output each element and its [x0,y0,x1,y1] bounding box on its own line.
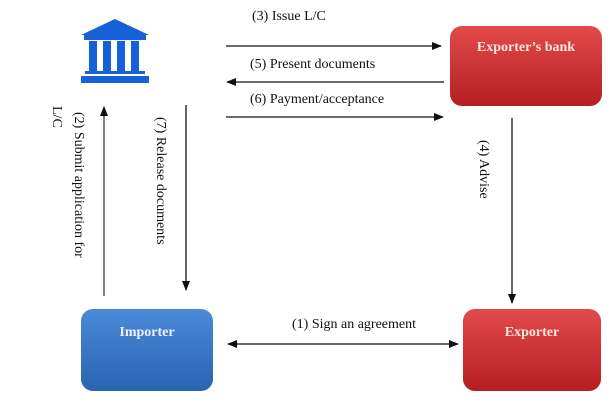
step-5-label: (5) Present documents [250,57,375,72]
step-4-label: (4) Advise [476,140,491,199]
exporter-label: Exporter [505,325,559,340]
step-7-label: (7) Release documents [153,117,168,245]
step-3-label: (3) Issue L/C [252,9,326,24]
importer-box: Importer [81,309,213,391]
exporters-bank-label: Exporter’s bank [477,40,575,55]
step-6-label: (6) Payment/acceptance [250,92,384,107]
step-2-label-cont: L/C [49,106,64,128]
importer-label: Importer [119,325,174,340]
step-1-label: (1) Sign an agreement [292,317,416,332]
exporters-bank-box: Exporter’s bank [450,26,602,106]
step-2-label: (2) Submit application for [71,112,86,258]
exporter-box: Exporter [463,309,601,391]
bank-icon [81,19,149,83]
